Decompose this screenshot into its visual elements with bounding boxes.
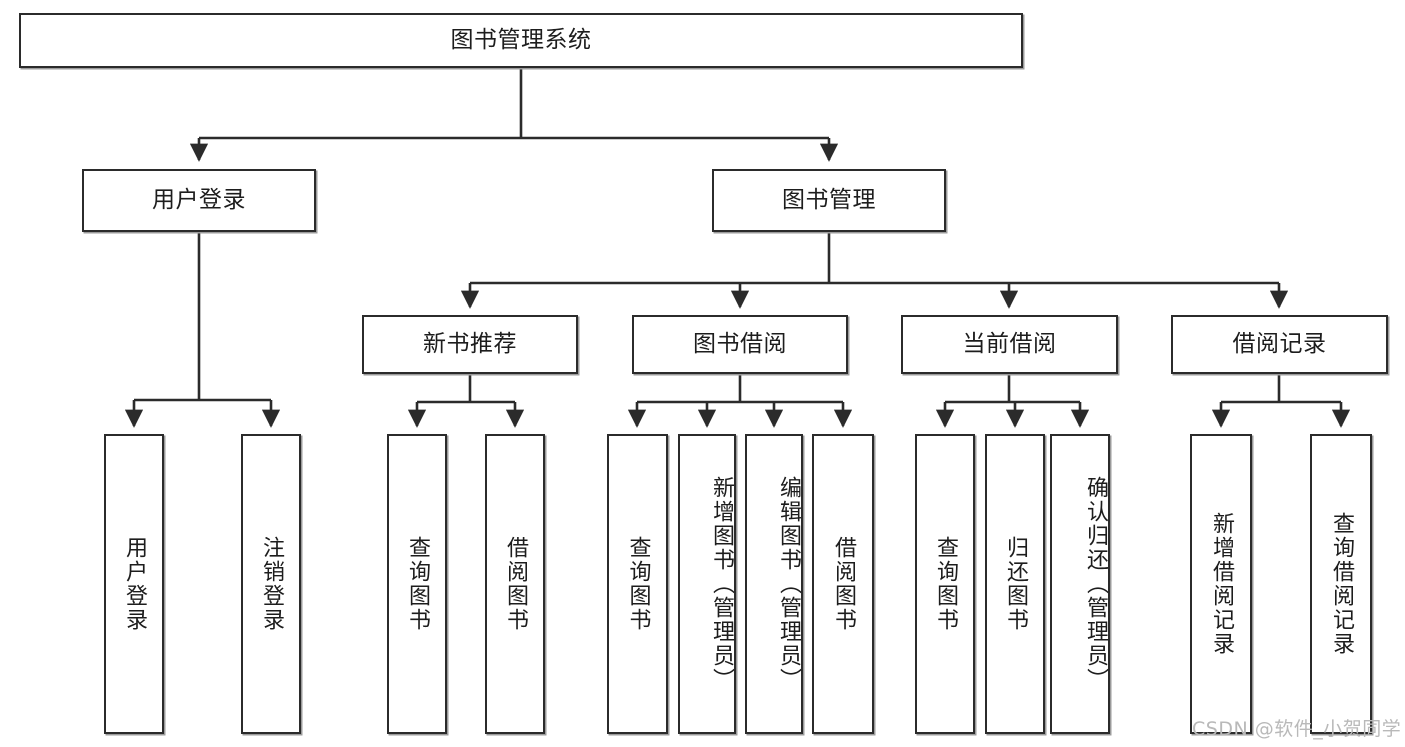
node-leaf-add-book-admin-label: 新增图书（管理员） xyxy=(709,476,734,692)
node-leaf-query-book-2-label: 查询图书 xyxy=(625,536,651,632)
node-leaf-borrow-book-1-label: 借阅图书 xyxy=(502,536,528,632)
node-leaf-query-book-1[interactable]: 查询图书 xyxy=(387,434,447,734)
node-leaf-borrow-book-2[interactable]: 借阅图书 xyxy=(812,434,874,734)
node-borrow-record-label: 借阅记录 xyxy=(1232,330,1327,357)
node-leaf-query-book-3[interactable]: 查询图书 xyxy=(915,434,975,734)
node-leaf-return-book-label: 归还图书 xyxy=(1002,536,1028,632)
node-leaf-confirm-return-admin-label: 确认归还（管理员） xyxy=(1083,476,1108,692)
node-current-borrow[interactable]: 当前借阅 xyxy=(901,315,1118,374)
node-leaf-borrow-book-1[interactable]: 借阅图书 xyxy=(485,434,545,734)
csdn-watermark: CSDN @软件_小贺同学 xyxy=(1192,718,1402,740)
node-leaf-user-login[interactable]: 用户登录 xyxy=(104,434,164,734)
node-book-borrow-label: 图书借阅 xyxy=(693,330,787,357)
node-leaf-borrow-book-2-label: 借阅图书 xyxy=(830,536,856,632)
node-leaf-return-book[interactable]: 归还图书 xyxy=(985,434,1045,734)
node-leaf-edit-book-admin-label: 编辑图书（管理员） xyxy=(776,476,801,692)
node-leaf-add-borrow-record-label: 新增借阅记录 xyxy=(1208,512,1234,656)
node-leaf-confirm-return-admin[interactable]: 确认归还（管理员） xyxy=(1050,434,1110,734)
node-leaf-add-book-admin[interactable]: 新增图书（管理员） xyxy=(678,434,736,734)
node-root[interactable]: 图书管理系统 xyxy=(19,13,1023,68)
node-leaf-logout-login[interactable]: 注销登录 xyxy=(241,434,301,734)
node-leaf-edit-book-admin[interactable]: 编辑图书（管理员） xyxy=(745,434,803,734)
node-leaf-query-borrow-record[interactable]: 查询借阅记录 xyxy=(1310,434,1372,734)
node-leaf-add-borrow-record[interactable]: 新增借阅记录 xyxy=(1190,434,1252,734)
node-book-manage-label: 图书管理 xyxy=(782,186,876,213)
node-leaf-query-book-3-label: 查询图书 xyxy=(932,536,958,632)
node-leaf-user-login-label: 用户登录 xyxy=(121,536,147,632)
node-new-book-recommend-label: 新书推荐 xyxy=(423,330,517,357)
node-leaf-query-book-1-label: 查询图书 xyxy=(404,536,430,632)
node-new-book-recommend[interactable]: 新书推荐 xyxy=(362,315,578,374)
node-user-login-label: 用户登录 xyxy=(152,186,246,213)
node-borrow-record[interactable]: 借阅记录 xyxy=(1171,315,1388,374)
node-leaf-query-borrow-record-label: 查询借阅记录 xyxy=(1328,512,1354,656)
node-book-manage[interactable]: 图书管理 xyxy=(712,169,946,232)
node-user-login[interactable]: 用户登录 xyxy=(82,169,316,232)
node-root-label: 图书管理系统 xyxy=(450,26,592,53)
node-leaf-query-book-2[interactable]: 查询图书 xyxy=(607,434,668,734)
node-book-borrow[interactable]: 图书借阅 xyxy=(632,315,848,374)
node-current-borrow-label: 当前借阅 xyxy=(962,330,1057,357)
node-leaf-logout-login-label: 注销登录 xyxy=(258,536,284,632)
